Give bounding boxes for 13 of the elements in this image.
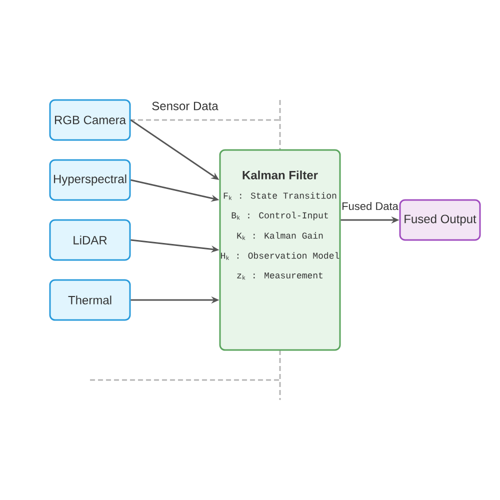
edge-label: Fused Data [342,202,398,210]
sensor-box: Thermal [49,279,131,321]
sensor-box: RGB Camera [49,99,131,141]
group-label: Sensor Data [152,102,218,110]
matrix-label: F$_{k}$ : State Transition [224,192,336,200]
matrix-label: z$_{k}$ : Measurement [237,272,323,280]
output-box: Fused Output [399,199,481,241]
filter-title: Kalman Filter [242,170,318,180]
matrix-label: B$_{k}$ : Control-Input [232,212,328,220]
sensor-box: Hyperspectral [49,159,131,201]
sensor-box: LiDAR [49,219,131,261]
matrix-label: H$_{k}$ : Observation Model [221,252,340,260]
matrix-label: K$_{k}$ : Kalman Gain [237,232,323,240]
